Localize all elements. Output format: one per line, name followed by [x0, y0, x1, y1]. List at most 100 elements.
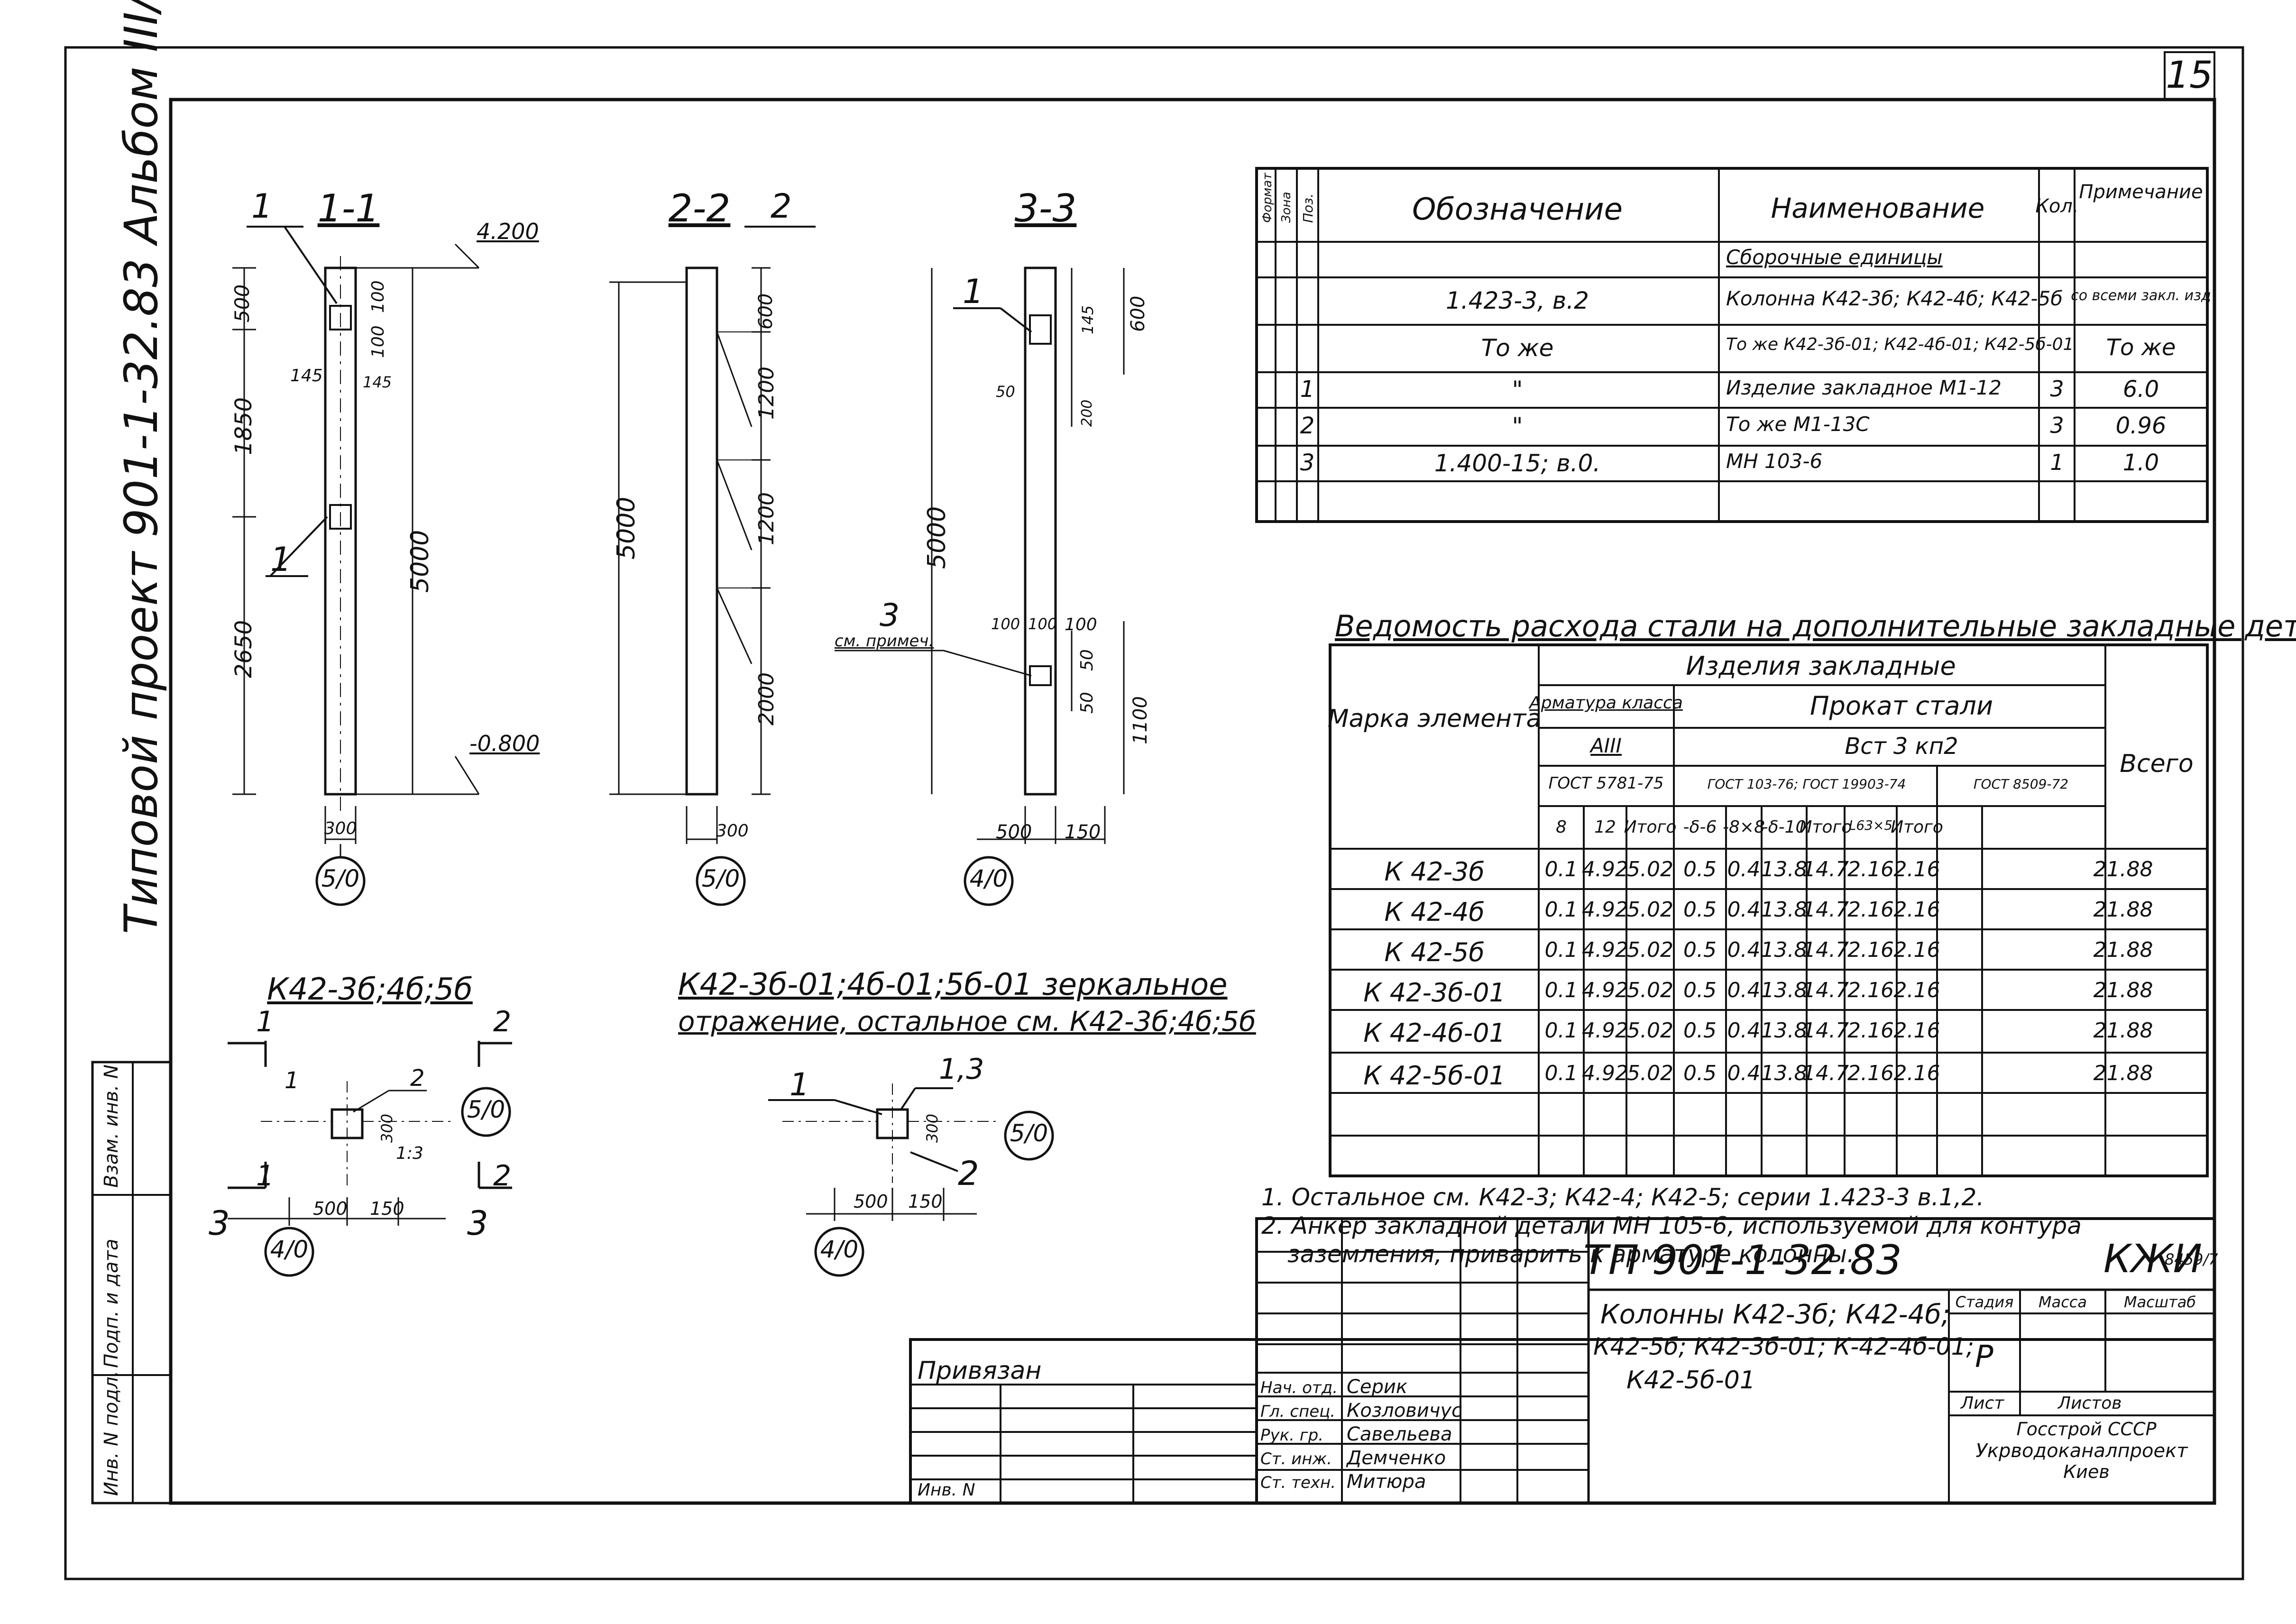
spec-note: 0.96 [2115, 413, 2167, 439]
label: 1 [256, 1159, 275, 1193]
vertical-label: 50 [1077, 649, 1097, 671]
steel-value: 21.88 [2093, 857, 2153, 881]
vertical-label: 5000 [612, 496, 641, 560]
inv-label: Инв. N [918, 1480, 975, 1500]
plan-ref: 5/0 [467, 1096, 505, 1123]
label: 1,3 [939, 1053, 984, 1086]
note-2-cont: заземления, приварить к арматуре колонны… [1287, 1240, 1855, 1268]
steel-value: 14.7 [1802, 898, 1849, 922]
org: Киев [2063, 1461, 2110, 1482]
steel-value: 0.4 [1727, 857, 1761, 881]
steel-value: 0.5 [1683, 1061, 1717, 1085]
steel-value: 2.16 [1893, 1018, 1940, 1043]
spec-note: 6.0 [2122, 376, 2159, 403]
vertical-label: 145 [1079, 305, 1097, 334]
label: 150 [908, 1191, 943, 1212]
spec-header-zone: Зона [1279, 192, 1294, 223]
vertical-label: 300 [923, 1113, 941, 1143]
section-3-3-title: 3-3 [1014, 186, 1077, 230]
steel-value: 2.16 [1847, 1061, 1894, 1085]
steel-value: 21.88 [2093, 938, 2153, 962]
steel-value: 0.5 [1683, 898, 1717, 922]
note-ref: см. примеч. [835, 632, 934, 651]
steel-value: 5.02 [1627, 857, 1673, 881]
callout-1: 1 [270, 540, 292, 579]
steel-value: 13.8 [1761, 1018, 1808, 1043]
label: 2 [958, 1154, 979, 1193]
label: 100 [1028, 615, 1057, 633]
note-1: 1. Остальное см. К42-3; К42-4; К42-5; се… [1261, 1184, 1984, 1211]
plan-2-subtitle: отражение, остальное см. К42-3б;4б;5б [678, 1005, 1256, 1037]
signer-name: Митюра [1347, 1471, 1426, 1493]
dim-width: 300 [716, 821, 749, 841]
vertical-label: 1100 [1130, 696, 1151, 744]
steel-value: 0.5 [1683, 1018, 1717, 1043]
steel-value: 0.5 [1683, 978, 1717, 1002]
steel-value: 2.16 [1893, 938, 1940, 962]
section-ref: 4/0 [969, 865, 1008, 892]
project-title-vertical: Типовой проект 901-1-32.83 Альбом III/5 [115, 0, 168, 934]
steel-mark: К 42-5б-01 [1363, 1061, 1506, 1091]
steel-value: 4.92 [1582, 938, 1628, 962]
callout-3: 3 [880, 597, 900, 633]
plan-ref-circle [814, 1227, 864, 1277]
steel-mark: К 42-3б [1384, 857, 1485, 887]
embedded-detail [1029, 665, 1052, 686]
steel-value: 2.16 [1893, 1061, 1940, 1085]
steel-value: 5.02 [1627, 898, 1673, 922]
steel-value: 21.88 [2093, 1061, 2153, 1085]
label: 500 [854, 1191, 888, 1212]
steel-subcol: Итого [1891, 817, 1943, 837]
spec-designation: " [1512, 376, 1523, 404]
spec-note: 1.0 [2122, 449, 2159, 476]
line [943, 650, 1032, 677]
callout-1: 1 [251, 187, 273, 226]
steel-value: 4.92 [1582, 1018, 1628, 1043]
spec-note: со всеми закл. изд [2071, 287, 2211, 304]
label: Масштаб [2123, 1293, 2196, 1311]
level-bottom: -0.800 [469, 731, 540, 756]
spec-pos: 2 [1300, 413, 1315, 439]
section-2-2-title: 2-2 [668, 186, 731, 230]
steel-subcol: Итого [1624, 817, 1677, 837]
label: 2 [410, 1065, 425, 1092]
label: 3 [467, 1204, 488, 1243]
callout-leader [269, 516, 328, 577]
vertical-label: 500 [230, 284, 254, 322]
spec-designation: " [1512, 413, 1523, 440]
steel-value: 21.88 [2093, 1018, 2153, 1043]
vertical-label: 5000 [923, 506, 951, 569]
label: Стадия [1955, 1293, 2014, 1311]
signer-role: Рук. гр. [1260, 1426, 1324, 1445]
label: Листов [2058, 1394, 2122, 1413]
level-top: 4.200 [477, 219, 539, 244]
steel-value: 21.88 [2093, 978, 2153, 1002]
spec-header-name: Наименование [1771, 192, 1985, 224]
plan-ref-circle [461, 1087, 511, 1137]
steel-value: 4.92 [1582, 898, 1628, 922]
drawing-code: ТП 901-1-32.83 [1583, 1237, 1902, 1284]
signer-name: Серик [1347, 1376, 1408, 1398]
spec-name: То же К42-3б-01; К42-4б-01; К42-5б-01 [1726, 335, 2074, 354]
steel-value: 2.16 [1893, 898, 1940, 922]
column-3-3 [1024, 266, 1057, 796]
vertical-label: 300 [378, 1113, 396, 1143]
vertical-label: 2650 [230, 620, 257, 678]
spec-name: Изделие закладное М1-12 [1726, 376, 2002, 399]
steel-value: 2.16 [1893, 857, 1940, 881]
org: Укрводоканалпроект [1975, 1440, 2188, 1462]
side-stamp-inventory: Инв. N подл. [101, 1370, 122, 1496]
steel-subcol: 8 [1556, 817, 1567, 837]
steel-subcol: -δ-6 [1683, 817, 1717, 837]
section-ref: 5/0 [701, 865, 740, 892]
line [910, 1151, 958, 1172]
steel-h-mark: Марка элемента [1327, 705, 1542, 733]
steel-value: 0.5 [1683, 938, 1717, 962]
steel-subcol: L63×5 [1848, 817, 1893, 833]
spec-name: Колонна К42-3б; К42-4б; К42-5б [1726, 287, 2063, 310]
spec-table [1255, 167, 2209, 523]
label: 145 [290, 366, 323, 385]
drawing-name: К42-5б-01 [1626, 1366, 1755, 1395]
steel-value: 2.16 [1847, 938, 1894, 962]
